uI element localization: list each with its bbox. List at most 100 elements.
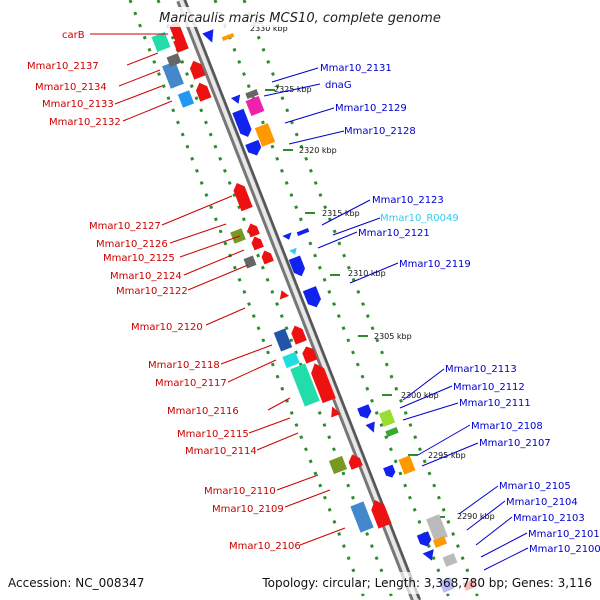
gene-label-2106[interactable]: Mmar10_2106 [229, 541, 301, 552]
gene-feature-2100[interactable] [442, 553, 458, 567]
gene-label-carB[interactable]: carB [62, 30, 85, 41]
gene-label-2111[interactable]: Mmar10_2111 [459, 398, 531, 409]
gene-feature-2134[interactable] [162, 61, 184, 89]
gene-feature-2118b[interactable] [289, 323, 307, 345]
gene-label-2122[interactable]: Mmar10_2122 [116, 286, 188, 297]
gene-feature-2132b[interactable] [194, 81, 212, 102]
gene-feature-2103[interactable] [416, 531, 433, 548]
gene-label-2120[interactable]: Mmar10_2120 [131, 322, 203, 333]
scale-label-2305: 2305 kbp [374, 332, 412, 341]
gene-feature-2101[interactable] [422, 549, 438, 563]
gene-feature-2121[interactable] [282, 232, 293, 241]
scale-label-2320: 2320 kbp [299, 146, 337, 155]
gene-label-2114[interactable]: Mmar10_2114 [185, 446, 257, 457]
gene-label-2129[interactable]: Mmar10_2129 [335, 103, 407, 114]
gene-label-2118[interactable]: Mmar10_2118 [148, 360, 220, 371]
gene-feature-2106[interactable] [350, 501, 374, 533]
gene-feature-2133[interactable] [177, 90, 195, 108]
gene-feature-2118[interactable] [273, 328, 293, 352]
gene-feature-2111[interactable] [365, 421, 379, 435]
gene-feature-2124[interactable] [250, 235, 264, 251]
gene-label-2108[interactable]: Mmar10_2108 [471, 421, 543, 432]
gene-label-2131[interactable]: Mmar10_2131 [320, 63, 392, 74]
gene-feature-2111b[interactable] [385, 427, 399, 437]
gene-label-2117[interactable]: Mmar10_2117 [155, 378, 227, 389]
gene-label-2110[interactable]: Mmar10_2110 [204, 486, 276, 497]
genome-backbone [176, 0, 421, 600]
gene-label-dnaG[interactable]: dnaG [325, 80, 352, 91]
gene-feature-2128c[interactable] [245, 139, 263, 158]
scale-label-2310: 2310 kbp [348, 269, 386, 278]
gene-label-2127[interactable]: Mmar10_2127 [89, 221, 161, 232]
gene-label-2134[interactable]: Mmar10_2134 [35, 82, 107, 93]
gene-feature-2134b[interactable] [166, 53, 182, 67]
gene-feature-2116[interactable] [290, 363, 320, 407]
title-backdrop [148, 7, 452, 27]
gene-feature-2126[interactable] [230, 228, 246, 244]
gene-feature-2120[interactable] [277, 288, 290, 300]
gene-feature-2115[interactable] [328, 405, 341, 418]
gene-label-2121[interactable]: Mmar10_2121 [358, 228, 430, 239]
gene-feature-2129b[interactable] [245, 89, 259, 99]
accession-text: Accession: NC_008347 [8, 576, 144, 590]
gene-feature-2112[interactable] [357, 404, 373, 420]
scale-label-2290: 2290 kbp [457, 512, 495, 521]
gene-features [151, 21, 478, 593]
gene-feature-2129[interactable] [245, 95, 265, 117]
gene-feature-2131[interactable] [202, 29, 218, 45]
gene-feature-2113[interactable] [378, 409, 396, 427]
gene-label-2101[interactable]: Mmar10_2101 [528, 529, 600, 540]
gene-feature-dnaG[interactable] [230, 94, 243, 105]
gene-feature-2107[interactable] [383, 464, 397, 480]
gene-feature-2122b[interactable] [260, 249, 274, 265]
gene-feature-2116b[interactable] [308, 361, 336, 404]
gene-feature-2105[interactable] [426, 514, 448, 542]
genome-summary-text: Topology: circular; Length: 3,368,780 bp… [261, 576, 592, 590]
gene-label-2119[interactable]: Mmar10_2119 [399, 259, 471, 270]
gene-label-2124[interactable]: Mmar10_2124 [110, 271, 182, 282]
gene-label-2109[interactable]: Mmar10_2109 [212, 504, 284, 515]
gene-feature-2128b[interactable] [254, 123, 276, 147]
gene-feature-2137[interactable] [151, 31, 171, 53]
gene-label-2137[interactable]: Mmar10_2137 [27, 61, 99, 72]
gene-label-2125[interactable]: Mmar10_2125 [103, 253, 175, 264]
scale-label-2315: 2315 kbp [322, 209, 360, 218]
left-gene-labels: carB Mmar10_2137 Mmar10_2134 Mmar10_2133… [27, 30, 301, 552]
gene-label-R0049[interactable]: Mmar10_R0049 [380, 213, 459, 224]
gene-feature-2117b[interactable] [300, 344, 318, 364]
gene-feature-2106b[interactable] [368, 497, 392, 529]
gene-feature-2104[interactable] [432, 536, 448, 548]
gene-label-2107[interactable]: Mmar10_2107 [479, 438, 551, 449]
gene-feature-2128[interactable] [232, 108, 253, 139]
gene-label-2123[interactable]: Mmar10_2123 [372, 195, 444, 206]
gene-label-2126[interactable]: Mmar10_2126 [96, 239, 168, 250]
gene-label-2103[interactable]: Mmar10_2103 [513, 513, 585, 524]
gene-label-2132[interactable]: Mmar10_2132 [49, 117, 121, 128]
gene-feature-2123[interactable] [296, 227, 310, 237]
gene-feature-2125[interactable] [246, 222, 260, 238]
gene-label-2133[interactable]: Mmar10_2133 [42, 99, 114, 110]
gene-label-2128[interactable]: Mmar10_2128 [344, 126, 416, 137]
gene-label-2115[interactable]: Mmar10_2115 [177, 429, 249, 440]
gene-label-2105[interactable]: Mmar10_2105 [499, 481, 571, 492]
gene-feature-2127[interactable] [231, 181, 253, 212]
gene-feature-2108[interactable] [398, 455, 416, 475]
gene-feature-2110b[interactable] [346, 452, 363, 470]
gene-feature-2119[interactable] [288, 255, 307, 279]
right-gene-labels: Mmar10_2131 dnaG Mmar10_2129 Mmar10_2128… [320, 63, 600, 555]
gene-label-2104[interactable]: Mmar10_2104 [506, 497, 578, 508]
gene-label-2116[interactable]: Mmar10_2116 [167, 406, 239, 417]
gene-label-2112[interactable]: Mmar10_2112 [453, 382, 525, 393]
gene-feature-2137b[interactable] [173, 37, 189, 53]
gene-feature-R0049[interactable] [289, 247, 299, 257]
gene-feature-2132[interactable] [188, 59, 206, 80]
gene-label-2113[interactable]: Mmar10_2113 [445, 364, 517, 375]
gene-feature-2110[interactable] [328, 455, 348, 475]
right-leader-lines [263, 67, 529, 571]
map-title: Maricaulis maris MCS10, complete genome [159, 11, 441, 26]
gene-feature-2131b[interactable] [221, 32, 235, 42]
gene-feature-2117[interactable] [282, 351, 300, 369]
gene-label-2100[interactable]: Mmar10_2100 [529, 544, 600, 555]
gene-feature-2119b[interactable] [302, 286, 323, 310]
